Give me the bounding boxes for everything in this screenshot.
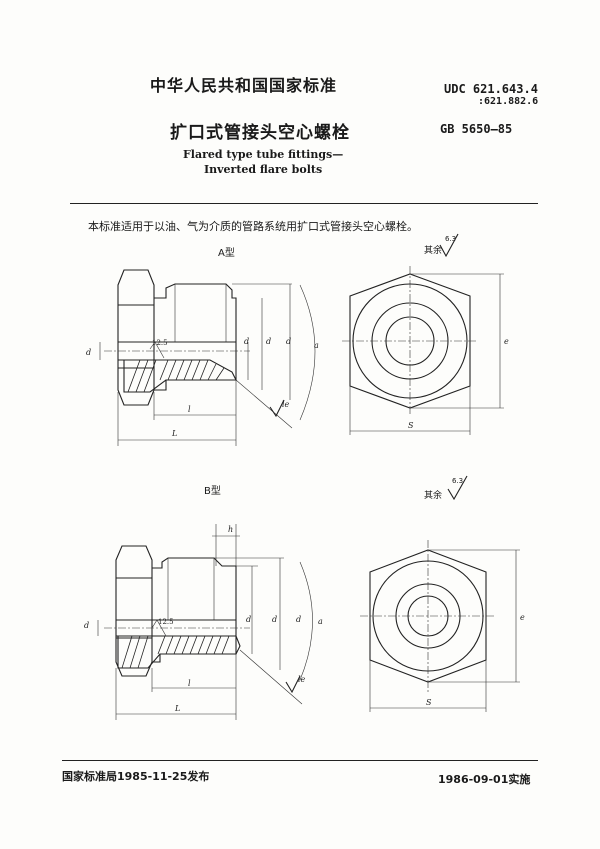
header-rule	[70, 203, 538, 204]
dim-d0: d	[84, 621, 89, 630]
document-title-en-line1: Flared type tube fittings—	[183, 148, 344, 161]
dim-h: h	[228, 525, 233, 534]
figure-a-roughness-value: 6.3	[445, 235, 457, 243]
effective-date: 1986-09-01实施	[438, 773, 531, 786]
roughness-symbol-icon	[447, 475, 468, 501]
dim-d1: d	[286, 337, 291, 346]
roughness-symbol-icon	[439, 233, 459, 258]
issued-date: 国家标准局1985-11-25发布	[62, 770, 210, 783]
scope-statement: 本标准适用于以油、气为介质的管路系统用扩口式管接头空心螺栓。	[88, 220, 418, 233]
dim-l: l	[188, 405, 191, 414]
dim-d0: d	[86, 348, 91, 357]
dim-le: le	[298, 675, 306, 684]
dim-a: a	[318, 617, 323, 626]
figure-b-roughness-value: 6.3	[452, 477, 464, 485]
document-title-en-line2: Inverted flare bolts	[204, 163, 323, 176]
udc-code-continued: :621.882.6	[478, 96, 539, 107]
figure-a-end-view: S e	[342, 266, 509, 435]
udc-code: UDC 621.643.4	[444, 82, 538, 96]
dim-L: L	[174, 704, 180, 713]
dim-l: l	[188, 679, 191, 688]
standard-org-title: 中华人民共和国国家标准	[150, 76, 338, 95]
document-title-cn: 扩口式管接头空心螺栓	[170, 123, 350, 143]
figure-a-type-label: A型	[218, 248, 235, 259]
dim-e: e	[504, 337, 509, 346]
footer-rule	[62, 760, 538, 761]
dim-d2: d	[266, 337, 271, 346]
dim-d1: d	[296, 615, 301, 624]
dim-d4: d	[246, 615, 251, 624]
dim-d2: d	[272, 615, 277, 624]
inner-roughness-b: 12.5	[158, 618, 174, 626]
dim-S: S	[426, 698, 432, 707]
gb-standard-number: GB 5650—85	[440, 122, 513, 136]
figure-a-roughness-note: 其余	[424, 246, 443, 256]
figure-b-roughness-note: 其余	[424, 491, 443, 501]
figure-a-side-view: d d d d a l L 12.5 le	[86, 269, 319, 446]
dim-e: e	[520, 613, 525, 622]
dim-L: L	[171, 429, 177, 438]
figure-b-end-view: S e	[360, 540, 525, 712]
dim-a: a	[314, 341, 319, 350]
figure-b-side-view: d h d d d a l L 12.5 le	[84, 524, 323, 720]
dim-le: le	[282, 400, 290, 409]
dim-S: S	[408, 421, 414, 430]
dim-d4: d	[244, 337, 249, 346]
inner-roughness-a: 12.5	[152, 339, 168, 347]
figure-b-type-label: B型	[204, 486, 221, 497]
